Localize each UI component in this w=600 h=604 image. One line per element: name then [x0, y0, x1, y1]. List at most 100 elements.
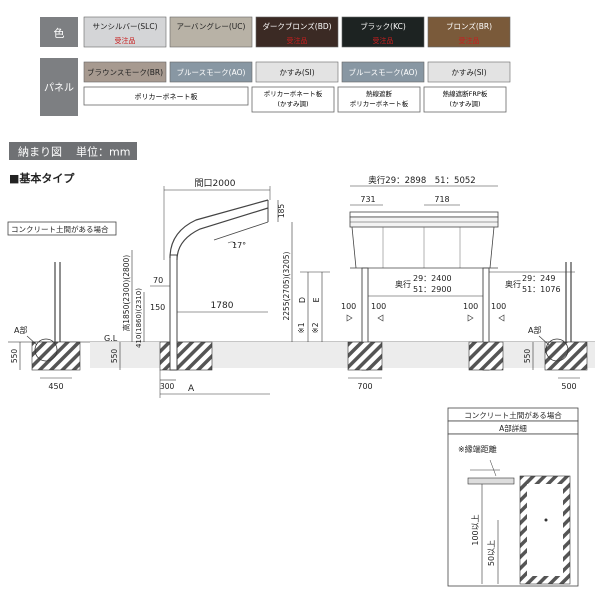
inset-slab: [467, 477, 515, 485]
right-dim-500: 500: [561, 382, 576, 391]
color-swatch-note: 受注品: [459, 36, 480, 45]
front-dim-100c: 100: [463, 302, 478, 311]
color-row-label: 色: [54, 26, 65, 40]
inset-dim-100: 100以上: [471, 514, 480, 545]
panel-swatch: ブラウンスモーク(BR): [83, 61, 167, 83]
side-dim-410: 410(1860)(2310): [135, 288, 143, 348]
color-swatch-name: ブラック(KC): [360, 21, 406, 31]
right-dim-550: 550: [523, 349, 532, 364]
front-arrow-2: [377, 314, 384, 322]
panel-note-3-line-1: 熱線遮断: [366, 89, 393, 98]
front-dim-100b: 100: [371, 302, 386, 311]
panel-swatch-name: かすみ(SI): [279, 68, 314, 77]
inset-anchor-dot: [544, 518, 548, 522]
panel-swatch-name: ブルースモーク(AO): [349, 67, 418, 77]
color-swatch: ブラック(KC) 受注品: [341, 16, 425, 48]
panel-swatch: ブルースモーク(AO): [341, 61, 425, 83]
color-swatch-name: アーバングレー(UC): [177, 21, 246, 31]
color-swatch: サンシルバー(SLC) 受注品: [83, 16, 167, 48]
left-dim-550: 550: [10, 349, 19, 364]
panel-note-1-line-1: ポリカーボネート板: [135, 92, 198, 101]
inset-subheading: A部詳細: [499, 423, 527, 433]
left-a-circle: [34, 338, 58, 362]
side-dim-70: 70: [153, 276, 163, 285]
side-letter-a: A: [188, 384, 195, 394]
right-a-leader: [538, 335, 550, 346]
side-dim-height: 高1850(2300)(2800): [121, 255, 131, 332]
front-inner-depth-29: 29：2400: [413, 274, 452, 283]
inset-edge-note: ※縁端距離: [458, 444, 497, 454]
color-swatch: ブロンズ(BR) 受注品: [427, 16, 511, 48]
inset-edge-leader: [489, 459, 497, 477]
panel-note-box-3: [337, 86, 421, 113]
inset-heading: コンクリート土間がある場合: [464, 410, 562, 420]
side-angle: 17°: [232, 241, 246, 250]
inset-dim-50: 50以上: [487, 540, 496, 566]
section-header-bg: [9, 142, 137, 160]
color-swatch-note: 受注品: [115, 36, 136, 45]
panel-swatch-name: かすみ(SI): [451, 68, 486, 77]
color-swatch-box: [255, 16, 339, 48]
color-swatch: ダークブロンズ(BD)受注品: [255, 16, 339, 48]
left-a-leader: [26, 335, 38, 346]
panel-note-box-1: [83, 86, 249, 106]
left-detail-heading: コンクリート土間がある場合: [11, 224, 109, 234]
panel-swatch-box: [427, 61, 511, 83]
side-opening: 間口2000: [195, 178, 236, 189]
side-footing: [159, 341, 213, 371]
panel-swatch-name: ブラウンスモーク(BR): [87, 67, 163, 77]
panel-swatch-name: ブルースモーク(AO): [177, 67, 246, 77]
side-roof-panel-line: [213, 221, 269, 241]
panel-note-2-line-2: (かすみ調): [277, 99, 308, 108]
left-a-part: A部: [14, 325, 27, 335]
section-header-title: 納まり図: [18, 146, 62, 159]
front-right-depth-51: 51：1076: [522, 285, 561, 294]
panel-swatch-box: [341, 61, 425, 83]
right-a-circle: [545, 338, 569, 362]
side-post: [169, 254, 178, 371]
front-roof-top: [349, 211, 499, 218]
panel-row-label-bg: [40, 58, 78, 116]
front-brace-left: [351, 226, 357, 269]
color-swatch-box: [427, 16, 511, 48]
panel-swatch: ブルースモーク(AO): [169, 61, 253, 83]
panel-swatch: かすみ(SI): [255, 61, 339, 83]
panel-note-box-4: [423, 86, 507, 113]
color-row-label-bg: [40, 17, 78, 47]
color-swatch-box: [83, 16, 167, 48]
panel-note-3-line-2: ポリカーボネート板: [350, 99, 409, 108]
panel-swatch: かすみ(SI): [427, 61, 511, 83]
front-arrow-1: [346, 314, 353, 322]
side-letter-e: E: [312, 297, 321, 302]
left-detail-heading-box: [7, 221, 117, 236]
front-dim-718: 718: [434, 195, 449, 204]
side-dim-185: 185: [277, 204, 286, 219]
color-swatch-box: [169, 16, 253, 48]
front-footing-right: [468, 341, 504, 371]
color-swatch-note: 受注品: [287, 36, 308, 45]
left-footing: [31, 341, 81, 371]
side-dim-550: 550: [110, 349, 119, 364]
front-footing-left: [347, 341, 383, 371]
panel-swatch-box: [169, 61, 253, 83]
front-brace-right: [489, 226, 495, 269]
panel-row-label: パネル: [44, 82, 74, 94]
front-dim-700: 700: [357, 382, 372, 391]
color-swatch-name: サンシルバー(SLC): [92, 22, 157, 31]
color-swatch-box: [341, 16, 425, 48]
front-depth: 奥行29：2898 51：5052: [368, 175, 475, 186]
side-roof-inner: [176, 207, 269, 261]
basic-type-heading: ■基本タイプ: [9, 171, 75, 185]
side-dim-300: 300: [160, 382, 175, 391]
color-swatch-note: 受注品: [373, 36, 394, 45]
side-dim-3205: 2255(2705)(3205): [282, 251, 291, 320]
color-swatch-name: ブロンズ(BR): [446, 21, 492, 31]
side-dim-150: 150: [150, 303, 165, 312]
front-inner-depth-label: 奥行: [395, 279, 411, 289]
side-angle-arc: [227, 241, 237, 246]
front-dim-731: 731: [360, 195, 375, 204]
section-header-unit: 単位：mm: [76, 145, 130, 159]
front-arrow-3: [467, 314, 474, 322]
